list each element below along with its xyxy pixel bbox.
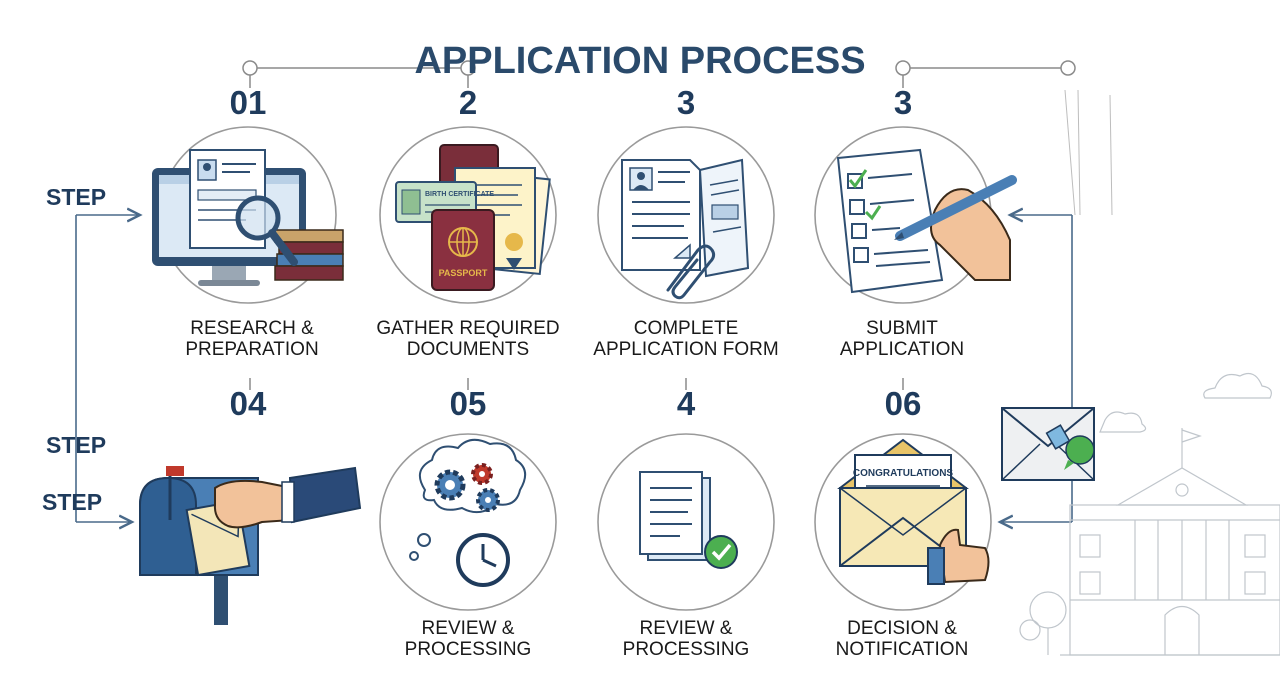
step-number: 04 [229, 385, 267, 422]
caption-line: COMPLETE [633, 318, 739, 339]
step-number: 4 [676, 385, 696, 422]
caption-line: NOTIFICATION [835, 639, 969, 660]
letter-text: CONGRATULATIONS [853, 468, 954, 479]
top-connector [242, 60, 1076, 76]
step-number: 01 [229, 84, 267, 121]
caption-line: REVIEW & [421, 618, 515, 639]
step-caption: COMPLETE APPLICATION FORM [576, 318, 796, 360]
computer-magnifier-icon [152, 149, 344, 286]
caption-line: PROCESSING [404, 639, 532, 660]
caption-line: DECISION & [847, 618, 957, 639]
university-building-sketch [1019, 373, 1280, 656]
step-number: 06 [884, 385, 922, 422]
step-caption: SUBMIT APPLICATION [792, 318, 1012, 360]
caption-line: DOCUMENTS [406, 339, 530, 360]
caption-line: SUBMIT [866, 318, 938, 339]
step-caption: DECISION & NOTIFICATION [792, 618, 1012, 660]
page-title: APPLICATION PROCESS [414, 40, 866, 82]
side-label-step-2: STEP [46, 432, 107, 458]
caption-line: APPLICATION FORM [593, 339, 779, 360]
step-caption: RESEARCH & PREPARATION [142, 318, 362, 360]
step-number: 3 [893, 84, 913, 121]
checklist-pen-icon [836, 148, 1017, 294]
side-label-step-1: STEP [46, 184, 107, 210]
step-number: 2 [458, 84, 478, 121]
passport-documents-icon: BIRTH CERTIFICATE PASSPORT [395, 144, 551, 291]
gears-clock-icon [409, 438, 527, 587]
document-check-icon [639, 471, 738, 569]
side-label-step-3: STEP [42, 489, 103, 515]
mailbox-hand-icon [139, 466, 362, 625]
left-flow-line [75, 215, 140, 522]
step-caption: GATHER REQUIRED DOCUMENTS [358, 318, 578, 360]
caption-line: REVIEW & [639, 618, 733, 639]
step-number: 3 [676, 84, 696, 121]
caption-line: PROCESSING [622, 639, 750, 660]
caption-line: RESEARCH & [190, 318, 314, 339]
caption-line: PREPARATION [185, 339, 319, 360]
congrats-envelope-icon: CONGRATULATIONS [837, 438, 990, 585]
id-card-text: BIRTH CERTIFICATE [425, 191, 494, 198]
caption-line: GATHER REQUIRED [376, 318, 560, 339]
email-envelope-icon [1001, 407, 1095, 481]
step-caption: REVIEW & PROCESSING [576, 618, 796, 660]
caption-line: APPLICATION [839, 339, 965, 360]
step-caption: REVIEW & PROCESSING [358, 618, 578, 660]
form-paperclip-icon [621, 158, 750, 300]
passport-text: PASSPORT [439, 268, 488, 278]
step-number: 05 [449, 385, 487, 422]
